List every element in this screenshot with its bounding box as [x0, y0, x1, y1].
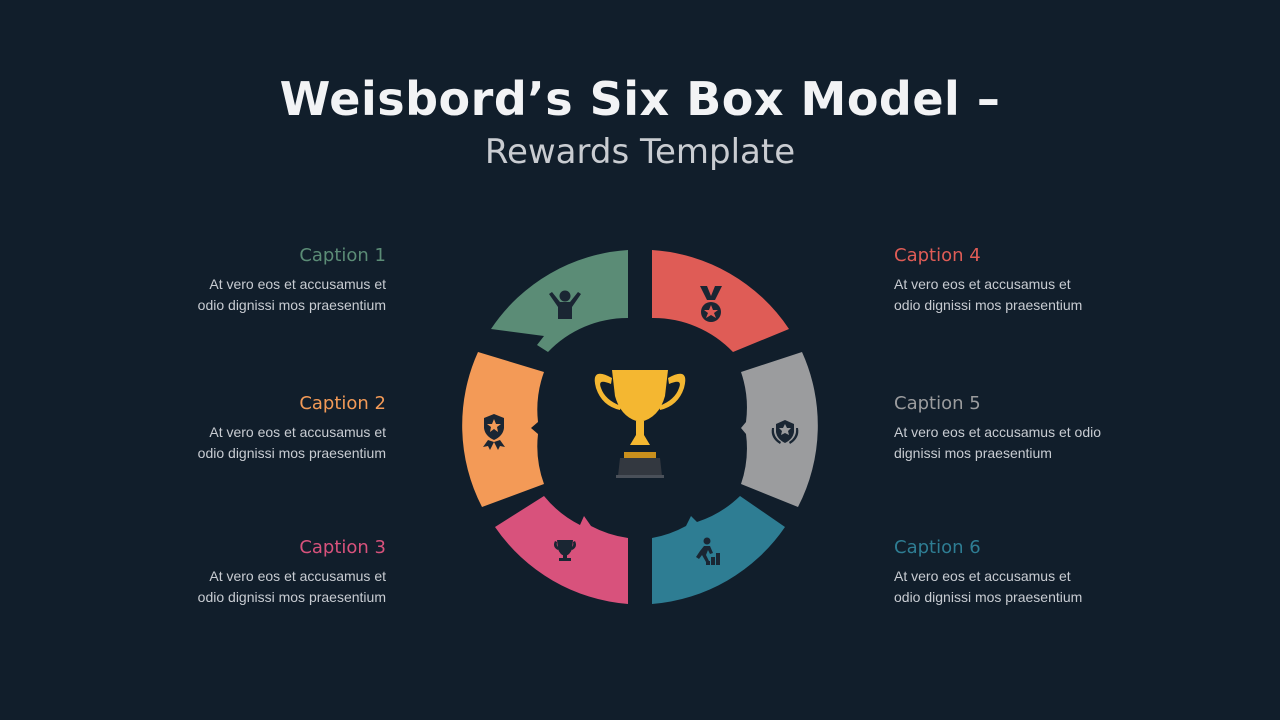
- caption-text-2a: At vero eos et accusamus et: [209, 424, 386, 440]
- caption-block-3: Caption 3 At vero eos et accusamus et od…: [86, 537, 386, 608]
- caption-text-4a: At vero eos et accusamus et: [894, 276, 1071, 292]
- caption-title-4: Caption 4: [894, 245, 981, 266]
- medal-icon: [700, 286, 722, 322]
- caption-text-6b: odio dignissi mos praesentium: [894, 589, 1083, 605]
- caption-text-4b: odio dignissi mos praesentium: [894, 297, 1083, 313]
- caption-title-3: Caption 3: [299, 537, 386, 558]
- caption-title-6: Caption 6: [894, 537, 981, 558]
- caption-title-2: Caption 2: [299, 393, 386, 414]
- caption-block-6: Caption 6 At vero eos et accusamus et od…: [894, 537, 1194, 608]
- laurel-shield-icon: [771, 420, 799, 444]
- caption-text-6a: At vero eos et accusamus et: [894, 568, 1071, 584]
- caption-title-5: Caption 5: [894, 393, 981, 414]
- caption-block-2: Caption 2 At vero eos et accusamus et od…: [86, 393, 386, 464]
- cheering-person-icon: [549, 290, 581, 319]
- caption-text-3b: odio dignissi mos praesentium: [197, 589, 386, 605]
- caption-block-1: Caption 1 At vero eos et accusamus et od…: [86, 245, 386, 316]
- caption-text-5a: At vero eos et accusamus et odio: [894, 424, 1101, 440]
- award-shield-icon: [483, 414, 505, 450]
- trophy-icon: [554, 540, 576, 561]
- caption-text-2b: odio dignissi mos praesentium: [197, 445, 386, 461]
- segment-4: [652, 250, 789, 352]
- gold-trophy-icon: [594, 370, 686, 478]
- caption-block-5: Caption 5 At vero eos et accusamus et od…: [894, 393, 1194, 464]
- caption-text-1b: odio dignissi mos praesentium: [197, 297, 386, 313]
- caption-text-3a: At vero eos et accusamus et: [209, 568, 386, 584]
- segment-1: [491, 250, 628, 352]
- segment-6: [652, 496, 785, 604]
- climbing-steps-icon: [696, 537, 720, 565]
- page-subtitle: Rewards Template: [484, 132, 796, 172]
- caption-text-5b: dignissi mos praesentium: [894, 445, 1052, 461]
- caption-block-4: Caption 4 At vero eos et accusamus et od…: [894, 245, 1194, 316]
- caption-text-1a: At vero eos et accusamus et: [209, 276, 386, 292]
- caption-title-1: Caption 1: [299, 245, 386, 266]
- page-title: Weisbord’s Six Box Model –: [279, 72, 1001, 126]
